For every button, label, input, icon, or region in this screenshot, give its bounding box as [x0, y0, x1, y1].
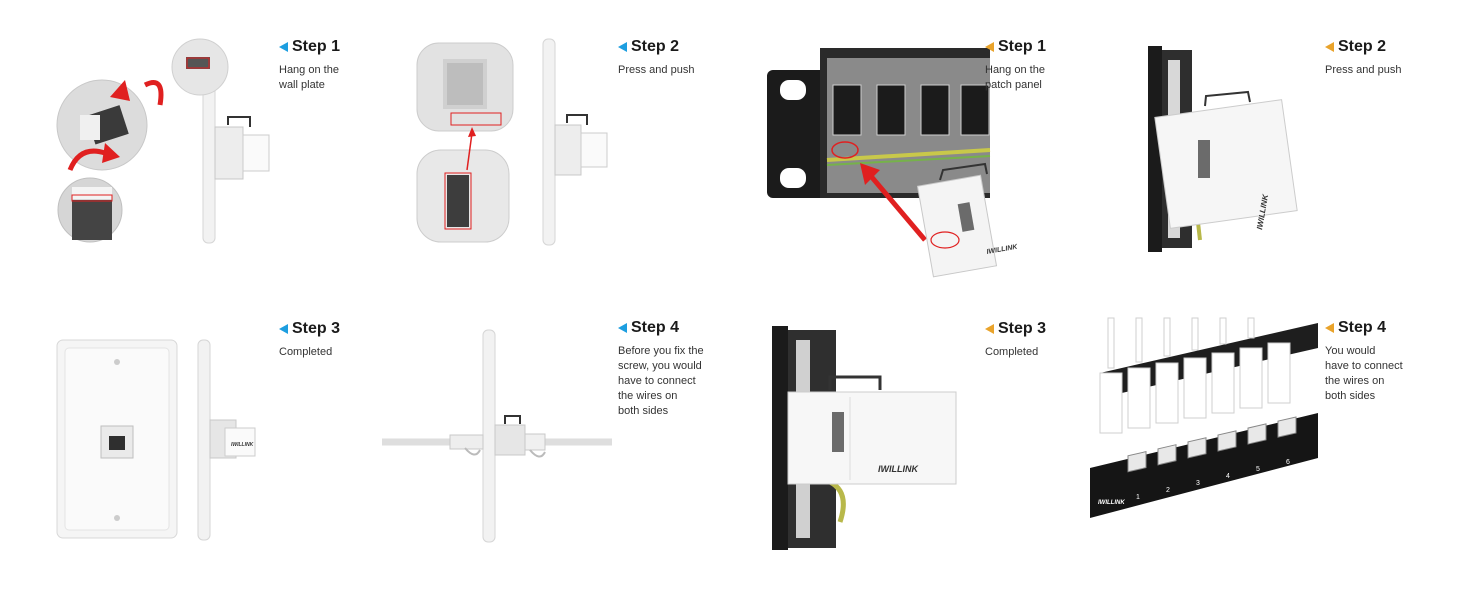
patch-completed-diagram: IWILLINK: [772, 326, 957, 550]
step-description: You would have to connect the wires on b…: [1325, 345, 1403, 402]
port-number: 2: [1166, 487, 1170, 494]
step-title: Step 4: [1338, 319, 1387, 336]
step-marker-icon: [1325, 42, 1334, 52]
wall-hang-diagram: [56, 38, 270, 244]
step-marker-icon: [618, 42, 627, 52]
step-description: Hang on the wall plate: [279, 64, 339, 91]
step-description: Hang on the patch panel: [985, 64, 1045, 91]
step-title: Step 4: [631, 319, 680, 336]
patch-step2-illustration: IWILLINK: [1140, 40, 1300, 255]
brand-logo: IWILLINK: [231, 442, 254, 448]
patch-step1-caption: Step 1 Hang on the patch panel: [985, 37, 1135, 93]
brand-logo: IWILLINK: [1098, 500, 1125, 506]
patch-wiring-diagram: IWILLINK 1 2 3 4 5 6: [1090, 317, 1318, 518]
wall-step3-illustration: IWILLINK: [55, 339, 265, 545]
step-description: Before you fix the screw, you would have…: [618, 345, 704, 417]
step-marker-icon: [618, 323, 627, 333]
port-number: 1: [1136, 494, 1140, 501]
wall-completed-diagram: IWILLINK: [56, 339, 256, 541]
port-number: 4: [1226, 473, 1230, 480]
patch-step4-illustration: IWILLINK 1 2 3 4 5 6: [1088, 317, 1318, 528]
patch-step3-illustration: IWILLINK: [770, 322, 960, 552]
step-description: Press and push: [618, 64, 695, 76]
patch-step1-illustration: IWILLINK: [765, 40, 1019, 280]
port-number: 3: [1196, 480, 1200, 487]
step-title: Step 3: [998, 320, 1047, 337]
wall-step1-illustration: [50, 35, 280, 250]
port-number: 5: [1256, 466, 1260, 473]
wall-step4-illustration: [380, 329, 615, 545]
wall-wiring-diagram: [382, 329, 612, 543]
step-marker-icon: [279, 42, 288, 52]
port-number: 6: [1286, 459, 1290, 466]
step-marker-icon: [1325, 323, 1334, 333]
step-title: Step 1: [292, 38, 341, 55]
wall-step2-illustration: [415, 35, 615, 250]
step-description: Press and push: [1325, 64, 1402, 76]
step-marker-icon: [985, 324, 994, 334]
step-title: Step 1: [998, 38, 1047, 55]
step-title: Step 3: [292, 320, 341, 337]
step-title: Step 2: [1338, 38, 1387, 55]
wall-step2-caption: Step 2 Press and push: [618, 37, 768, 78]
patch-hang-diagram: IWILLINK: [767, 48, 1019, 278]
step-description: Completed: [279, 346, 333, 358]
step-description: Completed: [985, 346, 1039, 358]
patch-step3-caption: Step 3 Completed: [985, 319, 1135, 360]
wall-step4-caption: Step 4 Before you fix the screw, you wou…: [618, 318, 768, 419]
patch-press-diagram: IWILLINK: [1148, 46, 1298, 252]
patch-step2-caption: Step 2 Press and push: [1325, 37, 1464, 78]
wall-step3-caption: Step 3 Completed: [279, 319, 429, 360]
step-marker-icon: [985, 42, 994, 52]
wall-step1-caption: Step 1 Hang on the wall plate: [279, 37, 429, 93]
patch-step4-caption: Step 4 You would have to connect the wir…: [1325, 318, 1464, 404]
step-marker-icon: [279, 324, 288, 334]
step-title: Step 2: [631, 38, 680, 55]
wall-press-diagram: [416, 38, 608, 246]
brand-logo: IWILLINK: [878, 464, 919, 474]
